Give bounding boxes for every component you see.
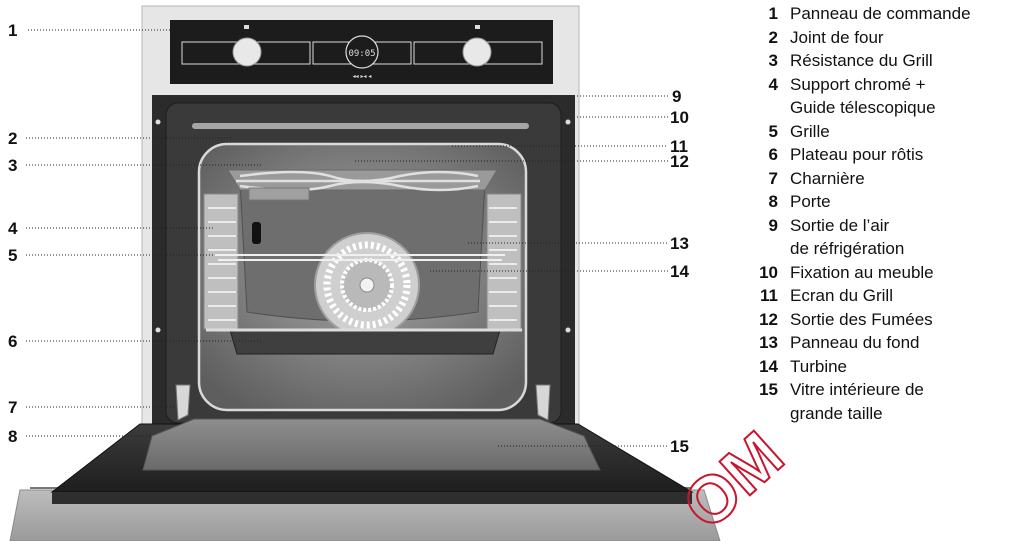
legend-label: Résistance du Grill [790, 49, 933, 73]
legend-item: 8 Porte [736, 190, 1009, 214]
legend-number: 5 [769, 120, 778, 144]
left-hinge [176, 385, 190, 420]
callout-number: 1 [8, 21, 17, 40]
legend-label: Grille [790, 120, 830, 144]
legend-label: Support chromé + Guide télescopique [790, 73, 936, 120]
left-knob[interactable] [233, 38, 261, 66]
callout-number: 14 [670, 262, 689, 281]
legend-label: Plateau pour rôtis [790, 143, 923, 167]
air-vent-slot [192, 123, 529, 129]
right-knob[interactable] [463, 38, 491, 66]
legend-number: 10 [759, 261, 778, 285]
legend-label: Porte [790, 190, 831, 214]
legend-label: Panneau du fond [790, 331, 920, 355]
legend-item: 9 Sortie de l’air de réfrigération [736, 214, 1009, 261]
play-symbols-icon: ◂◂ ▸◂ ◂ [353, 73, 372, 80]
fixing-screw [156, 328, 161, 333]
legend-label: Ecran du Grill [790, 284, 893, 308]
timer-display: 09:05 [348, 49, 375, 59]
legend-number: 12 [759, 308, 778, 332]
legend-label: Sortie des Fumées [790, 308, 933, 332]
right-hinge [536, 385, 550, 420]
legend-label: Fixation au meuble [790, 261, 934, 285]
callout-number: 7 [8, 398, 17, 417]
callout-number: 10 [670, 108, 689, 127]
oven-door [52, 419, 692, 504]
callout-number: 8 [8, 427, 17, 446]
legend-label: Turbine [790, 355, 847, 379]
legend-item: 15 Vitre intérieure de grande taille [736, 378, 1009, 425]
legend-label: Sortie de l’air de réfrigération [790, 214, 904, 261]
legend: 1 Panneau de commande 2 Joint de four 3 Rés… [736, 2, 1009, 425]
turbine-fan [315, 233, 419, 337]
callout-number: 6 [8, 332, 17, 351]
fixing-screw [156, 120, 161, 125]
callout-number: 9 [672, 87, 681, 106]
callout-number: 12 [670, 152, 689, 171]
legend-number: 4 [769, 73, 778, 97]
callout-number: 5 [8, 246, 17, 265]
legend-item: 7 Charnière [736, 167, 1009, 191]
legend-item: 6 Plateau pour rôtis [736, 143, 1009, 167]
legend-item: 1 Panneau de commande [736, 2, 1009, 26]
callout-number: 2 [8, 129, 17, 148]
legend-number: 7 [769, 167, 778, 191]
legend-item: 13 Panneau du fond [736, 331, 1009, 355]
legend-number: 15 [759, 378, 778, 402]
legend-label: Charnière [790, 167, 865, 191]
grill-connector [249, 188, 309, 200]
callout-number: 3 [8, 156, 17, 175]
legend-number: 9 [769, 214, 778, 238]
legend-number: 14 [759, 355, 778, 379]
legend-number: 3 [769, 49, 778, 73]
callout-number: 4 [8, 219, 18, 238]
inner-door-glass [143, 419, 600, 470]
legend-item: 12 Sortie des Fumées [736, 308, 1009, 332]
legend-label: Vitre intérieure de grande taille [790, 378, 924, 425]
legend-number: 11 [760, 284, 778, 308]
legend-number: 8 [769, 190, 778, 214]
legend-number: 2 [769, 26, 778, 50]
legend-number: 6 [769, 143, 778, 167]
callout-number: 15 [670, 437, 689, 456]
legend-item: 3 Résistance du Grill [736, 49, 1009, 73]
legend-item: 14 Turbine [736, 355, 1009, 379]
legend-item: 2 Joint de four [736, 26, 1009, 50]
control-panel: 09:05 ◂◂ ▸◂ ◂ [170, 20, 553, 84]
legend-item: 4 Support chromé + Guide télescopique [736, 73, 1009, 120]
fixing-screw [566, 120, 571, 125]
legend-number: 1 [769, 2, 778, 26]
left-rack-support [204, 194, 238, 329]
legend-label: Panneau de commande [790, 2, 971, 26]
right-rack-support [487, 194, 521, 329]
callout-number: 13 [670, 234, 689, 253]
oven-lamp [252, 222, 261, 244]
legend-item: 5 Grille [736, 120, 1009, 144]
legend-number: 13 [759, 331, 778, 355]
legend-item: 11 Ecran du Grill [736, 284, 1009, 308]
fixing-screw [566, 328, 571, 333]
legend-item: 10 Fixation au meuble [736, 261, 1009, 285]
roasting-tray [206, 330, 522, 354]
legend-label: Joint de four [790, 26, 884, 50]
